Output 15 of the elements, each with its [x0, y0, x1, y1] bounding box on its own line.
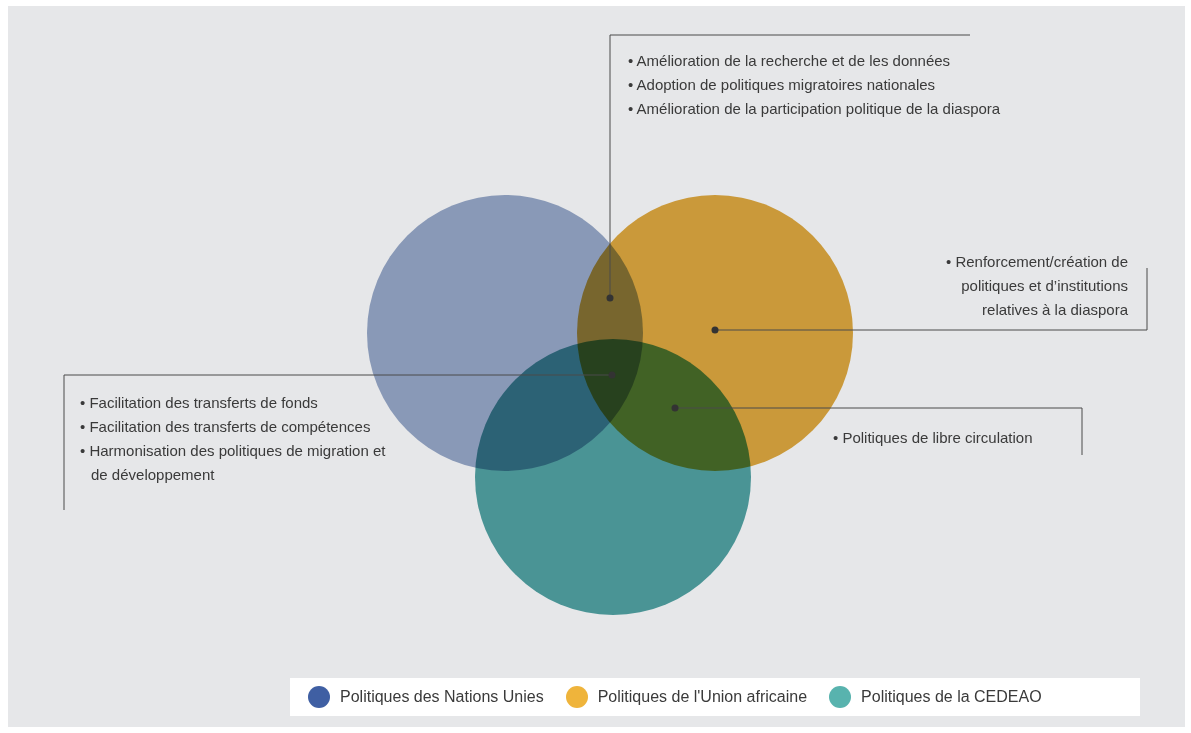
bullet-item: • Amélioration de la recherche et de les données [628, 51, 952, 71]
legend-label: Politiques de la CEDEAO [861, 687, 1042, 707]
leader-line [711, 267, 1148, 334]
bullet-item: • Amélioration de la participation politique de la diaspora [628, 99, 1002, 119]
bullet-item: • Renforcement/création de politiques et d’institutions relatives à la diaspora [945, 252, 1128, 320]
legend-label: Politiques des Nations Unies [340, 687, 544, 707]
leader-line [671, 404, 1083, 456]
bullet-item: • Facilitation des transferts de compétences [80, 417, 372, 437]
bullet-item: • Politiques de libre circulation [833, 428, 1034, 448]
bullet-item: • Harmonisation des politiques de migration et de développement [80, 441, 387, 485]
legend-label: Politiques de l'Union africaine [597, 687, 808, 707]
leader-line [63, 371, 616, 511]
bullet-item: • Adoption de politiques migratoires nationales [628, 75, 937, 95]
leader-line [606, 34, 971, 302]
bullet-item: • Facilitation des transferts de fonds [80, 393, 319, 413]
